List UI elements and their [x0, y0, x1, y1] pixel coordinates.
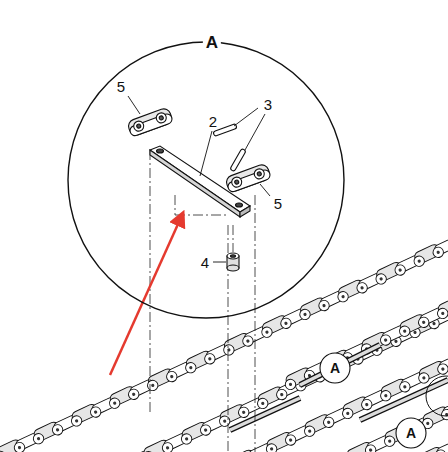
chain-rows	[0, 225, 448, 452]
chain-link	[439, 398, 448, 421]
bushing	[227, 253, 239, 271]
chain-link	[434, 295, 448, 320]
callout-number: 5	[116, 79, 126, 94]
section-callout: A	[320, 353, 350, 383]
chain-link	[433, 439, 448, 452]
cross-bar	[300, 345, 380, 385]
detail-circle: A	[68, 42, 344, 318]
callout-number: 2	[208, 114, 218, 129]
chain-link	[127, 107, 174, 137]
callout-number: 3	[263, 97, 273, 112]
flat-bar	[150, 146, 250, 217]
chain-link	[431, 236, 448, 259]
chain-link	[435, 353, 448, 376]
section-letter: A	[405, 426, 417, 440]
cross-bar	[300, 345, 380, 385]
cross-bar	[230, 398, 300, 430]
callout-number: 4	[200, 255, 210, 270]
section-letter: A	[329, 361, 341, 375]
callout-number: 5	[273, 196, 283, 211]
cross-bar	[360, 380, 448, 420]
cross-bar	[360, 380, 448, 420]
detail-outline	[68, 42, 344, 318]
pin	[230, 148, 246, 171]
section-circle	[426, 376, 448, 416]
pointer-arrow	[110, 213, 183, 375]
section-callout: A	[396, 418, 426, 448]
projection-lines	[150, 150, 255, 452]
section-letter: A	[203, 34, 221, 51]
detail-parts	[127, 107, 272, 271]
leader-lines	[128, 96, 270, 262]
cross-bar	[230, 398, 300, 430]
